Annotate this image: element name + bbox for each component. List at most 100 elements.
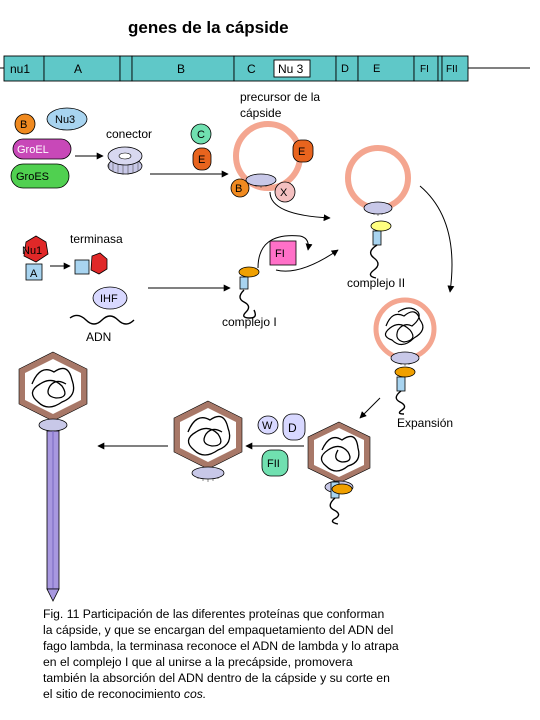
filled-capsid xyxy=(173,400,243,482)
terminasa-complex-nu1 xyxy=(90,252,108,275)
protein-b-bound-label: B xyxy=(235,183,242,195)
gene-label-c: C xyxy=(247,62,256,76)
protein-c-label: C xyxy=(197,129,205,141)
protein-fi-label: FI xyxy=(275,248,285,260)
protein-fi xyxy=(269,240,297,266)
complejo-ii-dna xyxy=(369,244,379,279)
packaging-terminase xyxy=(394,366,416,378)
packaging-connector xyxy=(390,351,420,366)
packaging-dna-tail xyxy=(395,390,406,415)
gene-map: nu1 A B C Nu 3 D E FI FII xyxy=(0,55,530,82)
complejo-i-terminase xyxy=(238,266,260,278)
protein-w-label: W xyxy=(262,420,273,432)
caption-line-6-text: el sitio de reconocimiento xyxy=(43,687,184,701)
gene-label-b: B xyxy=(177,62,185,76)
gene-segment-e xyxy=(357,55,415,82)
gene-label-a: A xyxy=(74,62,82,76)
caption-line-5: también la absorción del ADN dentro de l… xyxy=(43,671,390,685)
precursor-connector xyxy=(245,173,277,188)
label-expansion: Expansión xyxy=(397,416,453,430)
complejo-ii xyxy=(345,145,411,279)
dna-strand xyxy=(69,314,135,325)
protein-x-label: X xyxy=(280,187,288,199)
gene-label-d: D xyxy=(341,63,349,75)
caption-line-6: el sitio de reconocimiento cos. xyxy=(43,686,513,702)
gene-label-nu1: nu1 xyxy=(10,62,30,76)
caption-line-2: la cápside, y que se encargan del empaqu… xyxy=(43,623,394,637)
protein-x xyxy=(274,181,296,203)
complejo-i-dna xyxy=(239,289,257,319)
gene-segment-spacer xyxy=(119,55,133,82)
complejo-ii-connector xyxy=(363,201,393,216)
protein-e-bound-label: E xyxy=(298,146,305,158)
gene-segment-fii xyxy=(441,55,469,82)
caption-line-4: en el complejo I que al unirse a la prec… xyxy=(43,655,353,669)
protein-c xyxy=(190,123,212,145)
protein-d xyxy=(282,413,306,441)
protein-b xyxy=(14,113,36,135)
mature-phage xyxy=(18,351,88,602)
protein-d-label: D xyxy=(288,421,297,435)
protein-nu3 xyxy=(46,107,88,131)
protein-nu1 xyxy=(23,235,49,263)
terminasa-complex-a xyxy=(74,259,90,275)
protein-ihf xyxy=(92,286,128,310)
expanded-capsid xyxy=(307,421,371,525)
label-complejo-ii: complejo II xyxy=(347,276,405,290)
gene-label-fii: FII xyxy=(446,64,458,75)
caption-line-1: Fig. 11 Participación de las diferentes … xyxy=(43,607,385,621)
protein-e-free-label: E xyxy=(198,154,205,166)
gene-label-fi: FI xyxy=(420,64,429,75)
packaging-dna-tangle xyxy=(384,307,424,346)
protein-fii xyxy=(261,449,289,477)
connector-portal xyxy=(107,146,143,175)
protein-ihf-label: IHF xyxy=(100,293,118,305)
protein-b-bound xyxy=(230,178,250,198)
gene-segment-spacer-2 xyxy=(437,55,443,82)
caption-line-3: fago lambda, la terminasa reconoce el AD… xyxy=(43,639,399,653)
label-complejo-i: complejo I xyxy=(222,315,277,329)
protein-e-bound xyxy=(292,139,314,163)
protein-groel-label: GroEL xyxy=(17,144,49,156)
gene-segment-b xyxy=(131,55,235,82)
protein-a xyxy=(25,263,43,281)
protein-nu1-label: Nu1 xyxy=(22,245,42,257)
protein-groes-label: GroES xyxy=(16,171,49,183)
gene-segment-fi xyxy=(413,55,439,82)
arrow-to-expansion xyxy=(359,397,381,419)
label-precursor-line2: cápside xyxy=(240,106,282,120)
caption-cos-site: cos. xyxy=(183,687,207,701)
arrow-fi-cycle xyxy=(257,235,313,269)
protein-a-label: A xyxy=(30,268,38,280)
chaperone-group: B Nu3 GroEL GroES xyxy=(10,107,88,189)
label-conector: conector xyxy=(106,127,152,141)
gene-label-nu3: Nu 3 xyxy=(278,62,304,76)
arrow-precursor-to-complejo-ii xyxy=(269,191,331,222)
protein-b-label: B xyxy=(20,119,27,131)
packaging-capsid xyxy=(373,297,437,415)
complejo-ii-a xyxy=(372,230,382,246)
complejo-ii-capsid xyxy=(345,145,411,211)
label-precursor-line1: precursor de la xyxy=(240,90,320,104)
complejo-i-a xyxy=(239,276,249,290)
figure-caption: Fig. 11 Participación de las diferentes … xyxy=(43,606,513,702)
protein-fii-label: FII xyxy=(267,458,280,470)
protein-groes xyxy=(10,163,70,189)
label-adn: ADN xyxy=(86,330,111,344)
packaging-a xyxy=(396,376,406,392)
gene-label-e: E xyxy=(373,63,380,75)
protein-w xyxy=(257,415,279,435)
complejo-ii-ring xyxy=(370,220,392,232)
arrow-complejo-i-to-ii xyxy=(275,249,339,272)
mature-phage-tail-tip xyxy=(46,588,60,602)
gene-segment-a xyxy=(43,55,121,82)
label-terminasa: terminasa xyxy=(70,232,123,246)
complejo-i xyxy=(238,266,260,319)
protein-e-free xyxy=(192,147,212,171)
protein-nu3-label: Nu3 xyxy=(55,114,75,126)
protein-groel xyxy=(12,138,72,160)
gene-segment-nu3 xyxy=(273,59,311,78)
arrow-complejo-ii-to-packaging xyxy=(419,185,455,293)
